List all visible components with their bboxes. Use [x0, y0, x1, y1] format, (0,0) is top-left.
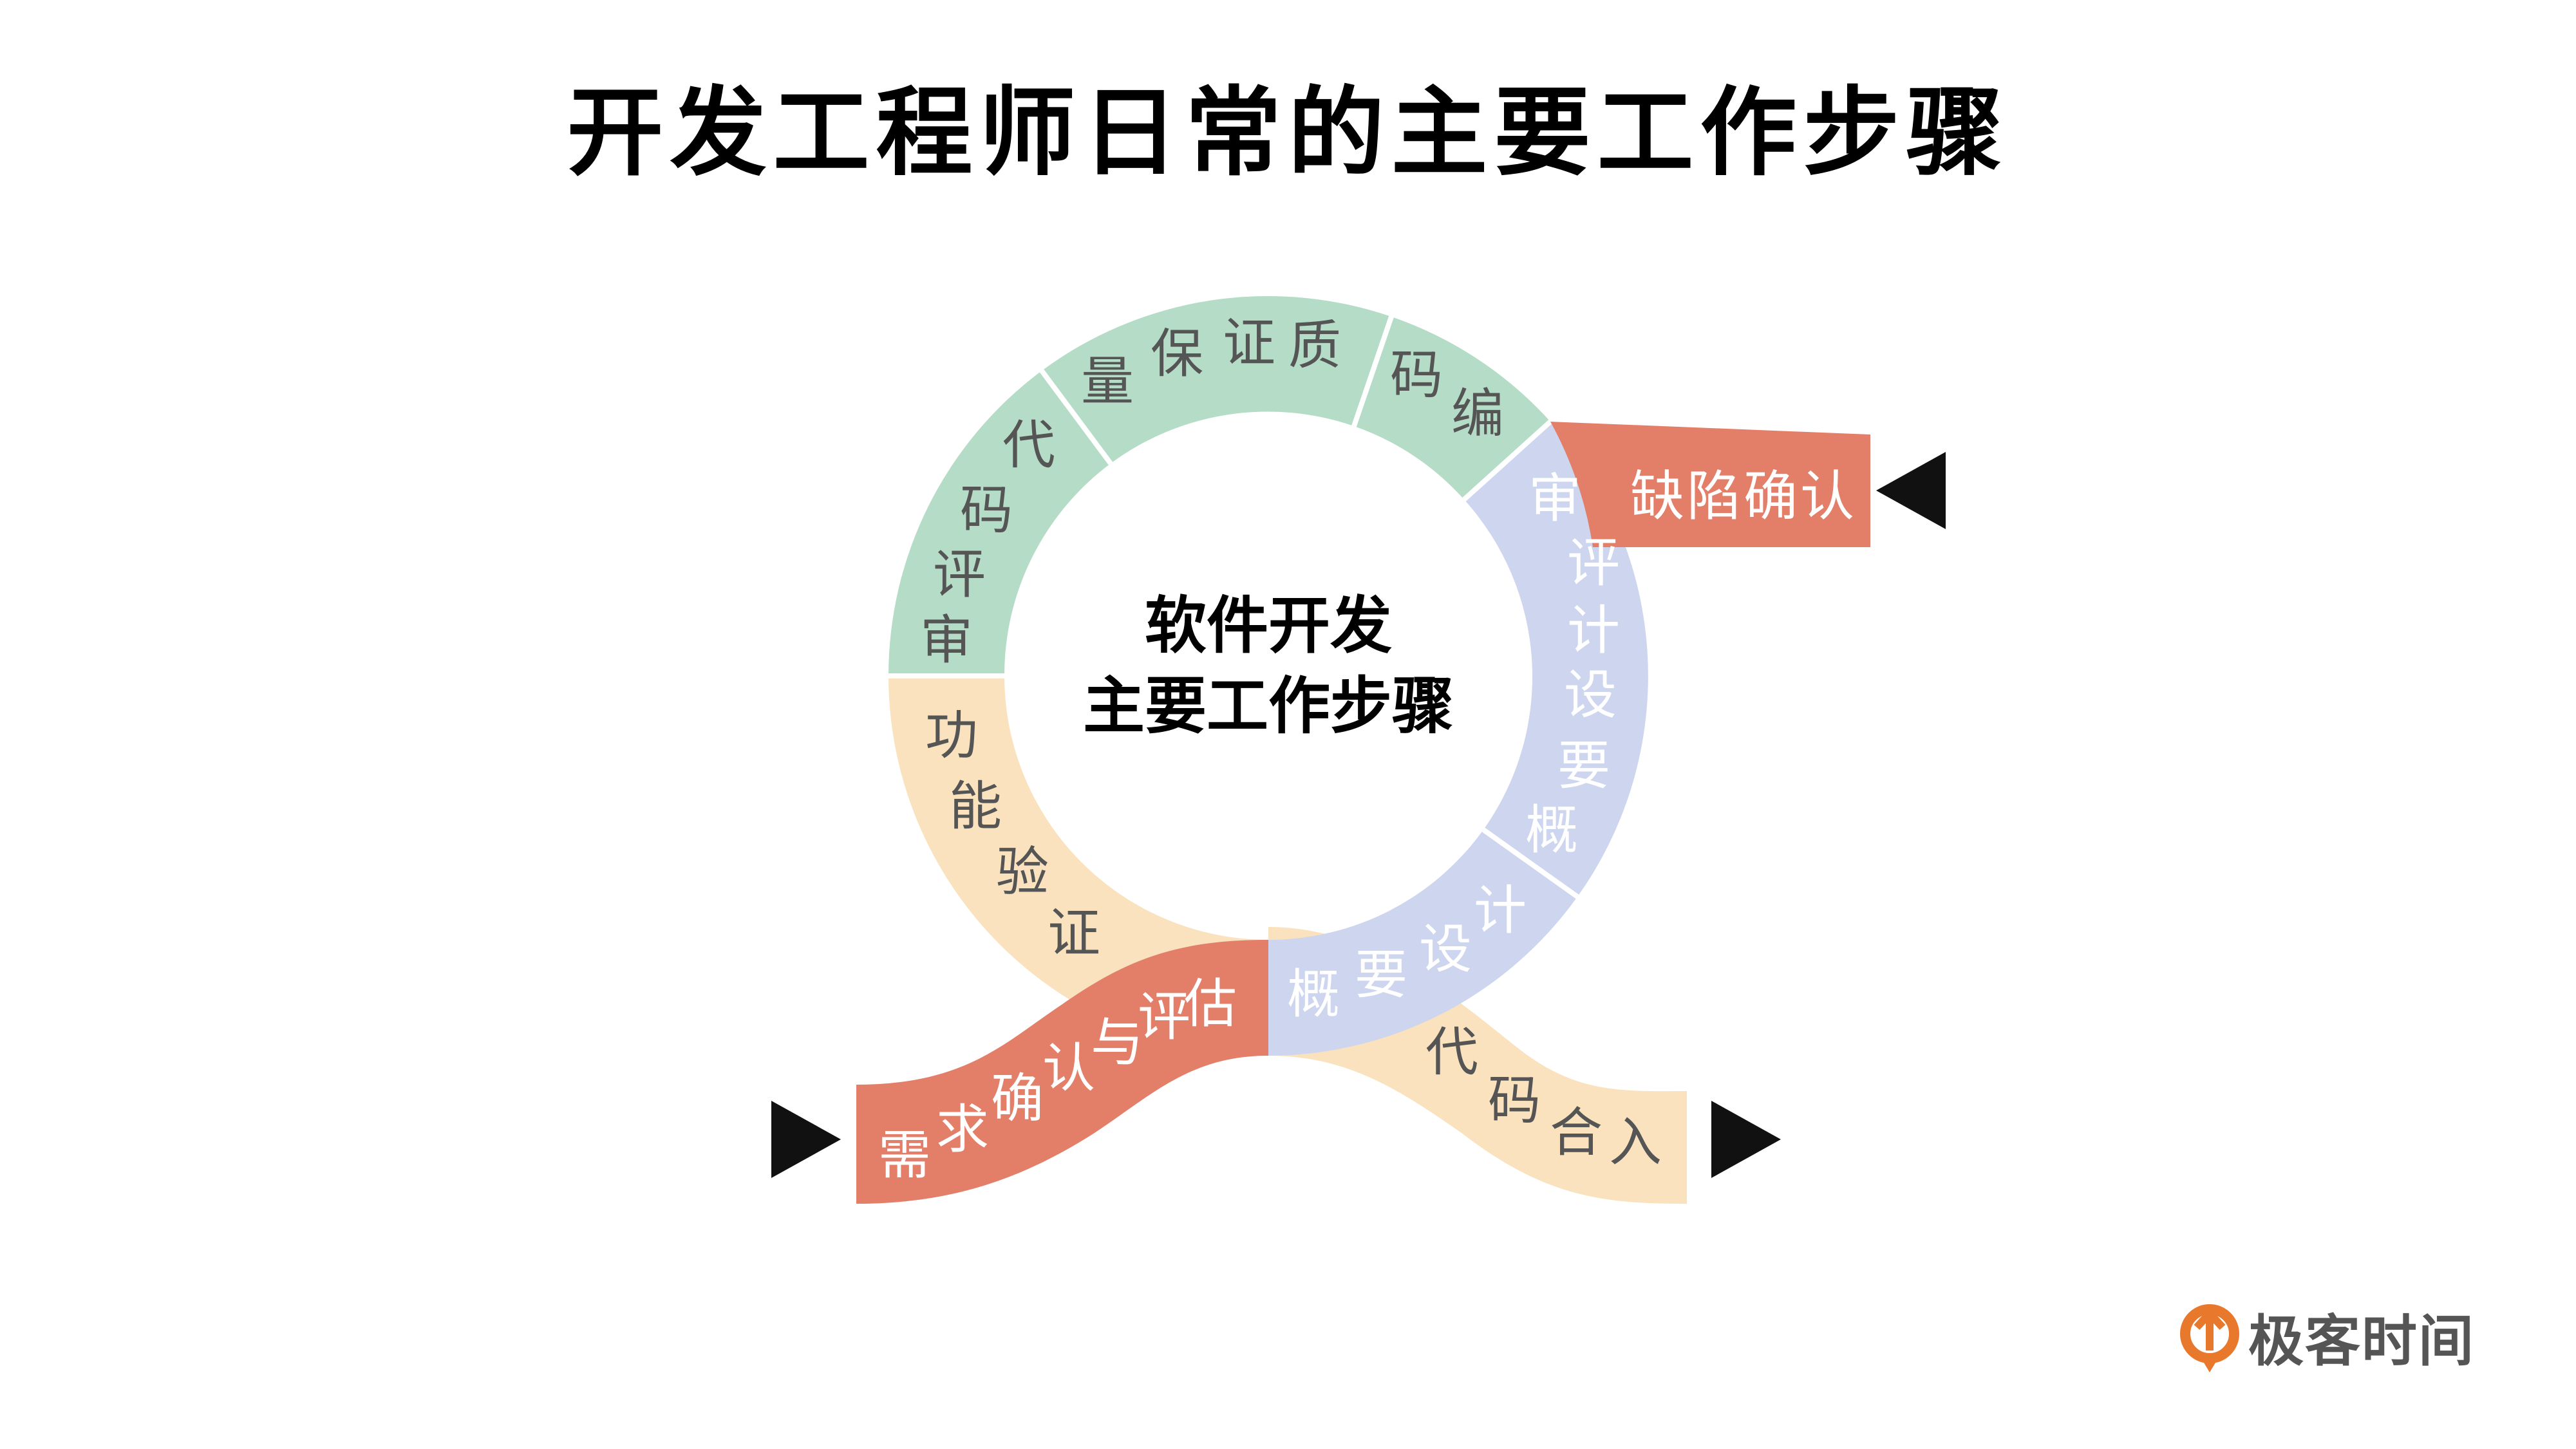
label-char: 证: [1223, 312, 1275, 373]
label-char: 要: [1557, 735, 1610, 796]
label-char: 代: [1002, 415, 1055, 476]
center-title-line1: 软件开发: [1145, 590, 1392, 662]
label-char: 要: [1355, 944, 1407, 1005]
label-char: 设: [1564, 664, 1617, 725]
label-merge: 代码合入: [1425, 1022, 1662, 1173]
label-char: 评: [1138, 986, 1190, 1047]
label-requirement: 需求确认与评估: [878, 973, 1237, 1186]
label-char: 代: [1425, 1022, 1478, 1083]
label-char: 量: [1081, 351, 1134, 412]
label-char: 审: [920, 610, 973, 671]
label-char: 设: [1419, 919, 1472, 980]
label-design: 概要设计: [1287, 880, 1527, 1025]
label-char: 码: [960, 480, 1013, 541]
label-char: 验: [996, 841, 1049, 902]
label-char: 确: [991, 1068, 1044, 1129]
label-quality: 保证质量: [1081, 312, 1341, 412]
label-char: 求: [936, 1099, 989, 1160]
label-char: 质: [1288, 315, 1341, 376]
label-char: 证: [1048, 902, 1100, 964]
label-char: 计: [1567, 600, 1620, 661]
segment-coding: [1354, 317, 1550, 500]
label-char: 评: [1567, 532, 1620, 594]
label-char: 需: [878, 1125, 931, 1186]
segment-code-review: [888, 371, 1111, 676]
label-char: 保: [1151, 323, 1203, 384]
label-char: 评: [933, 544, 986, 605]
label-char: 合: [1550, 1102, 1603, 1163]
label-char: 概: [1525, 799, 1578, 861]
label-char: 认: [1042, 1038, 1095, 1099]
requirement-band: [856, 940, 1268, 1204]
geektime-logo-icon: [2180, 1304, 2239, 1372]
label-char: 码: [1488, 1070, 1541, 1131]
label-char: 与: [1091, 1012, 1143, 1073]
page-title: 开发工程师日常的主要工作步骤: [567, 77, 2009, 189]
defect-confirm-band: [1550, 422, 1870, 547]
label-char: 估: [1184, 973, 1237, 1034]
label-coding: 编码: [1390, 344, 1504, 444]
label-char: 入: [1609, 1112, 1662, 1173]
label-char: 概: [1287, 964, 1340, 1025]
label-char: 能: [949, 776, 1002, 837]
label-defect-confirm: 缺陷确认: [1630, 465, 1857, 528]
label-char: 计: [1474, 880, 1527, 941]
label-char: 编: [1451, 383, 1504, 444]
segment-design: [1268, 830, 1577, 1056]
segment-separators: [888, 315, 1579, 899]
label-char: 审: [1528, 468, 1581, 529]
segment-quality: [1042, 295, 1391, 463]
label-char: 功: [925, 705, 978, 766]
label-char: 码: [1390, 344, 1443, 406]
brand-name: 极客时间: [2248, 1309, 2475, 1374]
center-title-line2: 主要工作步骤: [1083, 670, 1454, 742]
